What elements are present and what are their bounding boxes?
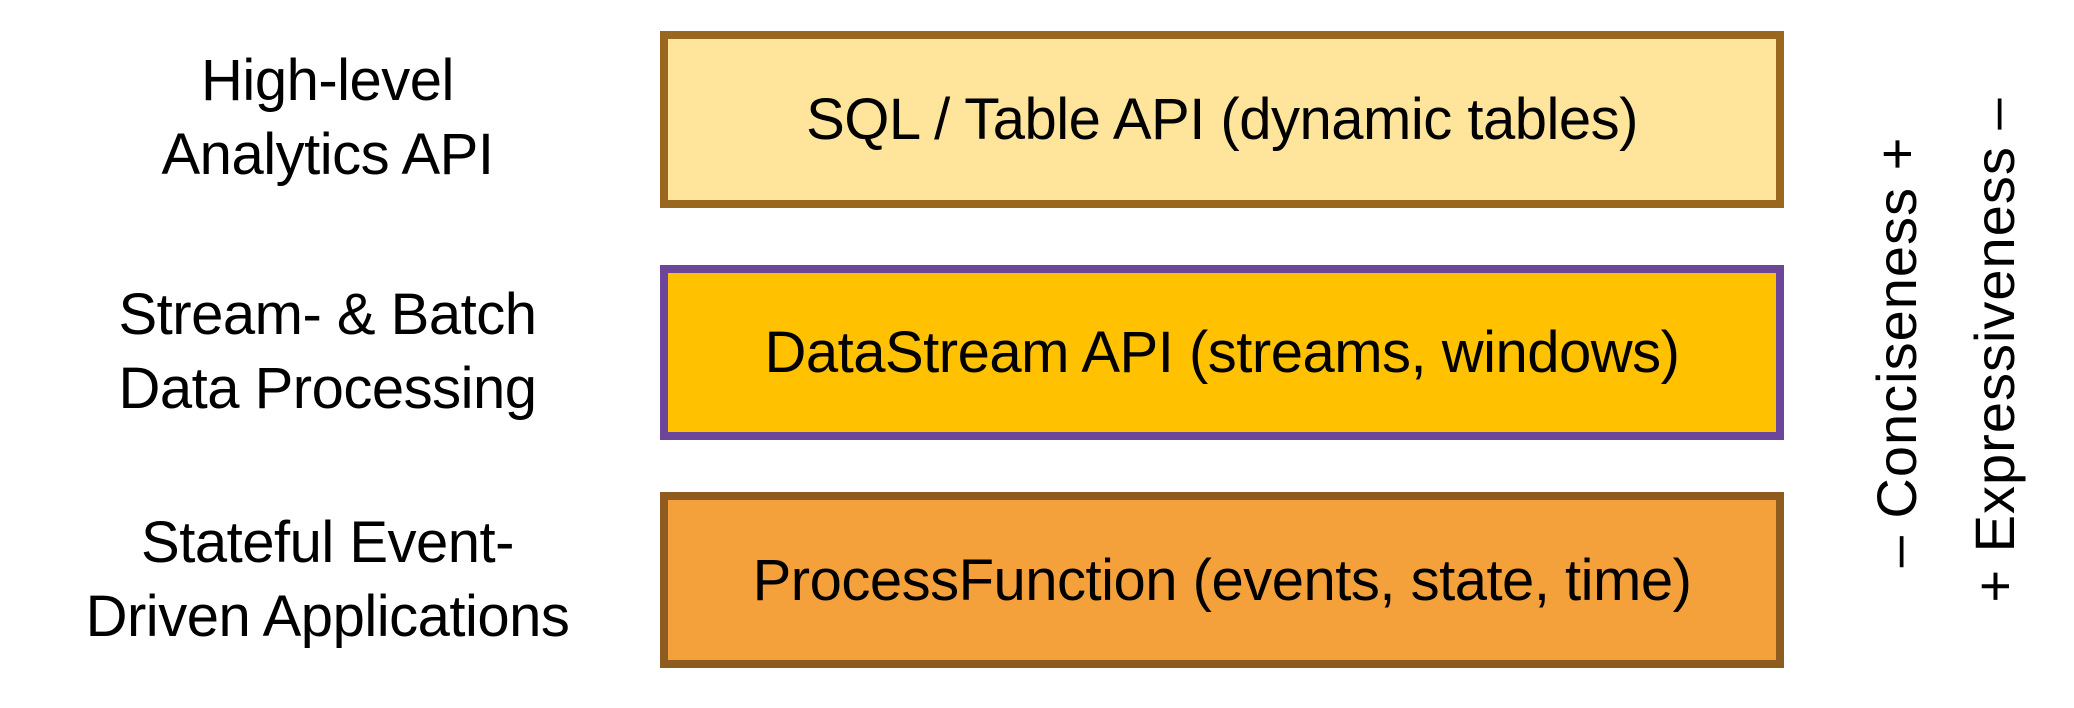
box-processfunction-label: ProcessFunction (events, state, time) — [752, 547, 1692, 613]
category-label-line: High-level — [201, 48, 454, 113]
box-datastream-api: DataStream API (streams, windows) — [660, 265, 1784, 440]
axis-label-conciseness: – Conciseness + — [1865, 136, 1928, 568]
box-datastream-api-label: DataStream API (streams, windows) — [764, 320, 1680, 385]
category-label-line: Analytics API — [161, 122, 494, 187]
category-label-line: Stream- & Batch — [118, 282, 537, 347]
axis-label-expressiveness: + Expressiveness – — [1963, 97, 2026, 603]
category-label-stream-batch-processing: Stream- & Batch Data Processing — [0, 278, 655, 426]
category-label-line: Driven Applications — [85, 584, 570, 649]
box-sql-table-api: SQL / Table API (dynamic tables) — [660, 31, 1784, 208]
category-label-high-level-analytics: High-level Analytics API — [0, 44, 655, 192]
category-label-stateful-event-driven: Stateful Event- Driven Applications — [0, 506, 655, 654]
box-processfunction: ProcessFunction (events, state, time) — [660, 492, 1784, 668]
category-label-line: Data Processing — [118, 356, 537, 421]
box-sql-table-api-label: SQL / Table API (dynamic tables) — [806, 87, 1638, 152]
category-label-line: Stateful Event- — [141, 510, 514, 575]
